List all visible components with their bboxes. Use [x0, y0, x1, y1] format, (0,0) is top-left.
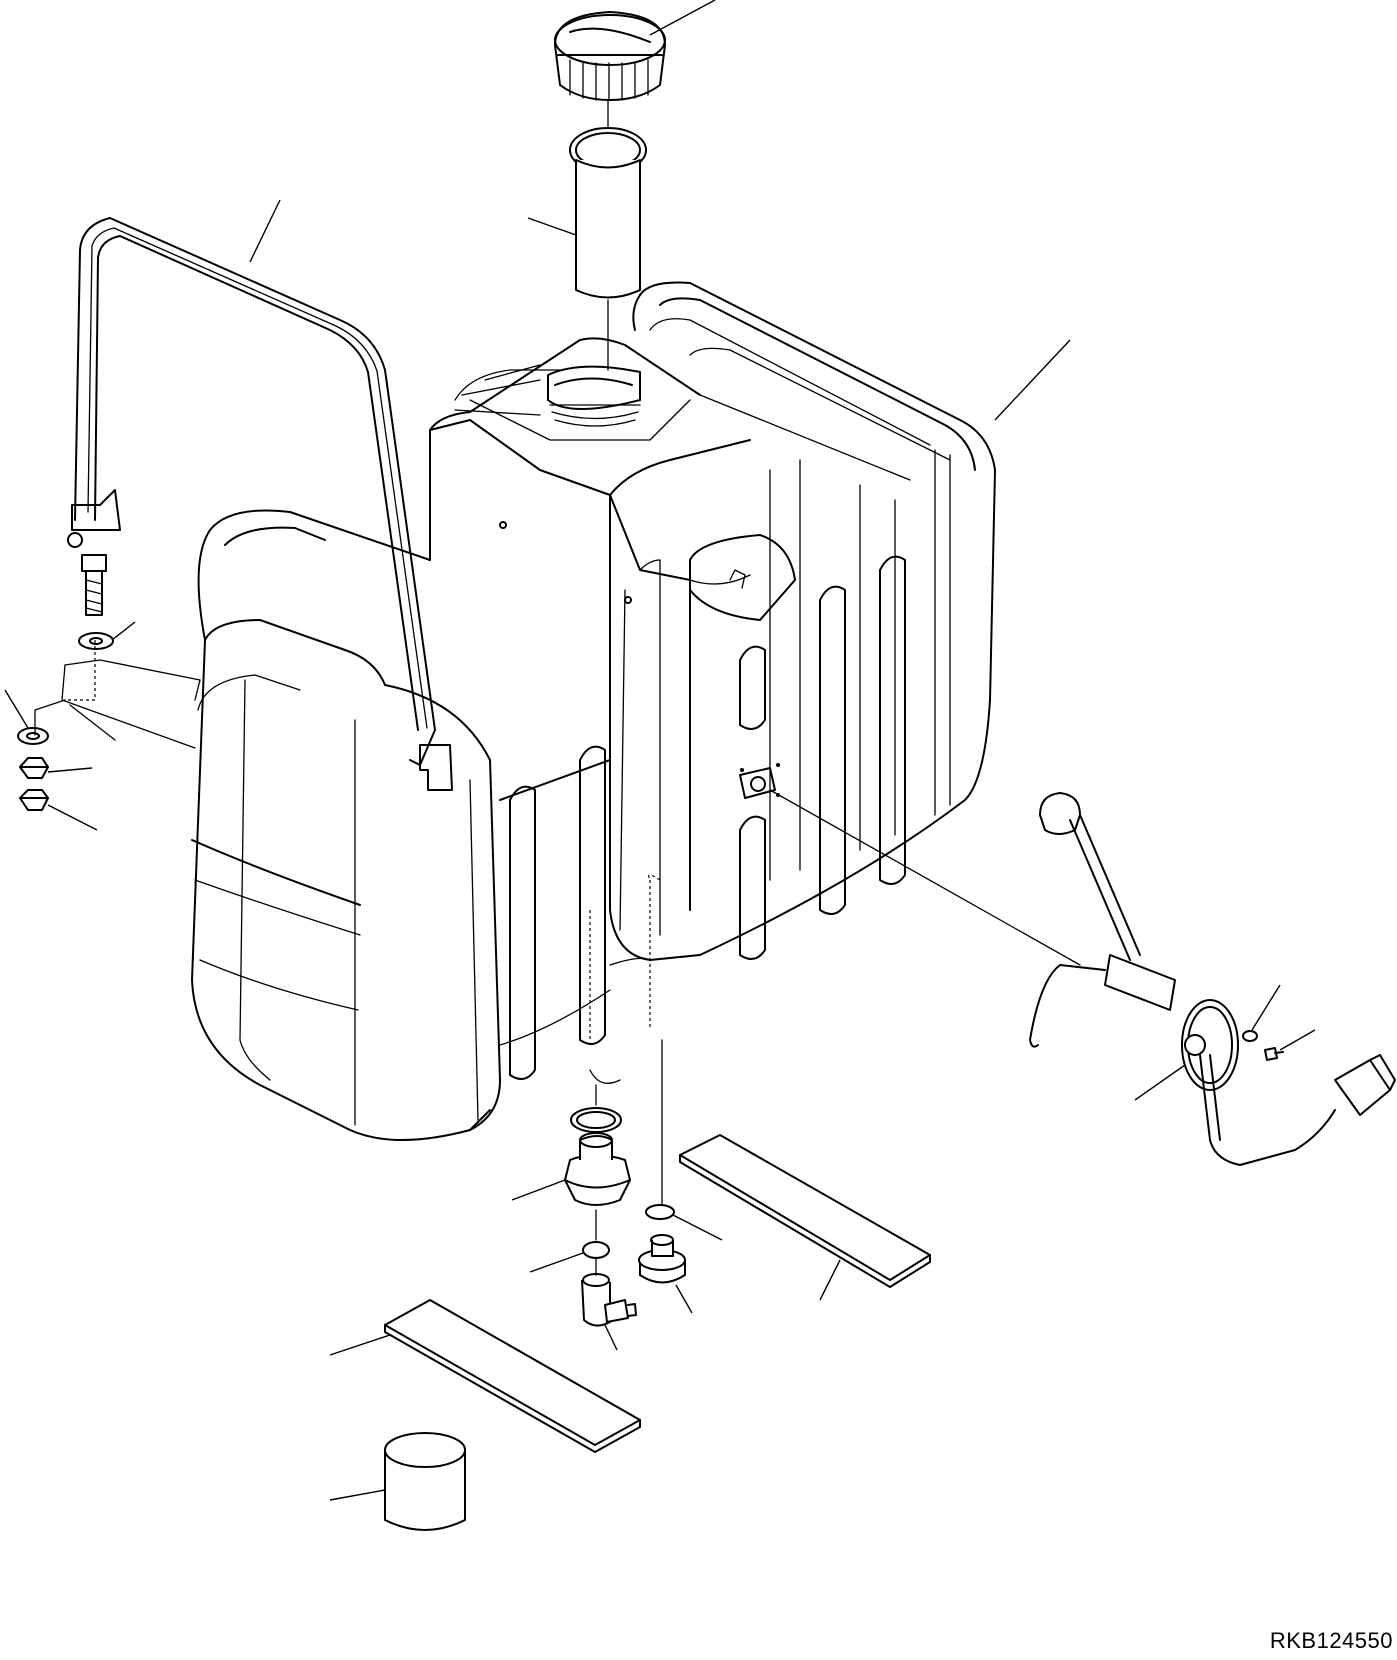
leader-cushion: [329, 1489, 386, 1501]
leader-sensor-screw: [1279, 1029, 1316, 1051]
sensor-centerline: [769, 789, 1081, 966]
leader-drain-elbow: [604, 1324, 618, 1351]
leader-lock-washer: [4, 689, 29, 729]
frame-bracket: [34, 640, 201, 749]
leader-sensor-washer: [1251, 984, 1281, 1031]
leader-filler-cap: [649, 0, 716, 36]
plug-o-ring: [645, 1204, 675, 1220]
mounting-strap: [71, 217, 453, 791]
cushion: [384, 1432, 466, 1531]
leader-lock-nut: [47, 804, 98, 831]
leader-drain-plug: [675, 1284, 693, 1314]
drain-o-ring: [570, 1107, 622, 1133]
lock-nut: [19, 789, 49, 811]
drawing-reference-code: RKB124550: [1269, 1628, 1393, 1653]
sensor-washer: [1242, 1030, 1258, 1042]
washer: [78, 632, 114, 650]
drain-elbow: [581, 1273, 637, 1327]
filler-cap: [554, 11, 666, 101]
leader-nut: [47, 767, 93, 773]
sensor-screw: [1264, 1047, 1284, 1061]
leader-washer: [111, 621, 136, 641]
fuel-level-sensor: [1029, 792, 1336, 1166]
leader-strap: [249, 199, 281, 263]
filler-strainer: [575, 159, 641, 299]
leader-tank: [994, 339, 1071, 421]
drain-plug: [638, 1234, 686, 1284]
drain-adapter: [564, 1132, 631, 1206]
leader-pad-left: [329, 1334, 391, 1356]
leader-lines: [4, 0, 1316, 1501]
fuel-tank: [191, 281, 996, 1141]
lock-washer: [17, 727, 49, 745]
elbow-o-ring: [582, 1241, 610, 1259]
leader-strainer: [527, 217, 577, 236]
rubber-pad-right: [679, 1134, 931, 1288]
nut: [19, 757, 49, 779]
strap-bolt: [67, 532, 107, 616]
leader-plug-o-ring: [672, 1214, 723, 1241]
rubber-pad-left: [384, 1299, 641, 1453]
sensor-connector: [1334, 1054, 1396, 1116]
leader-sensor: [1134, 1064, 1186, 1101]
leader-drain-adapter: [511, 1179, 566, 1201]
leader-pad-right: [819, 1259, 841, 1301]
leader-elbow-o-ring: [529, 1252, 584, 1273]
